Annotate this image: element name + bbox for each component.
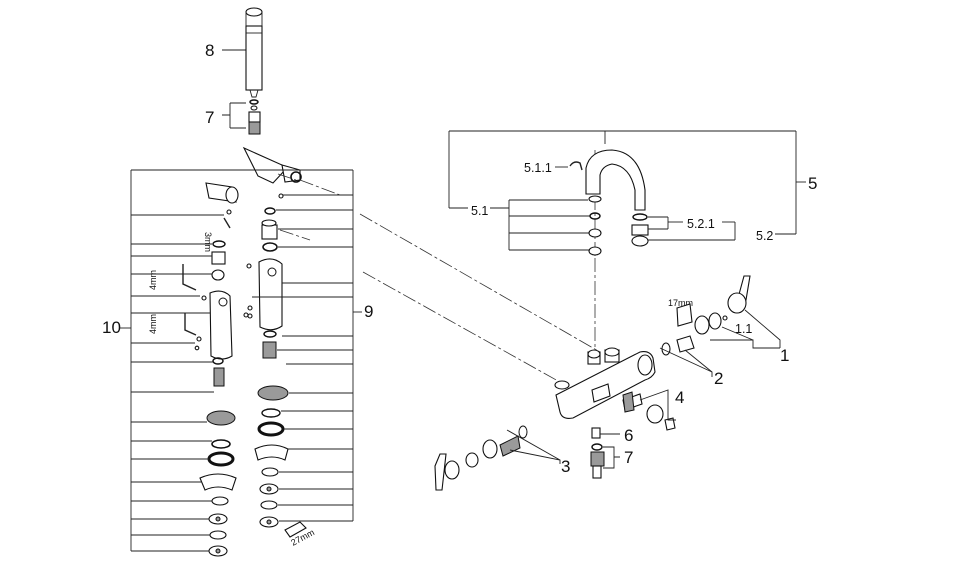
axis-line-holder [277,173,297,181]
left-handle-group [434,425,561,491]
hose-connector [222,99,261,135]
axis-line-upper [359,213,601,353]
tool-label-4mm-top: 4mm [148,270,158,290]
tool-label-17mm: 17mm [668,298,693,308]
callout-2: 2 [714,369,723,388]
callout-3: 3 [561,457,570,476]
callout-6: 6 [624,426,633,445]
axis-line-lower [362,271,568,387]
callout-9: 9 [364,302,373,321]
spout-group [448,130,806,256]
leader-lines-9 [252,170,362,522]
cartridge-group-2 [659,347,713,377]
leader-lines-10 [120,169,353,552]
callout-1: 1 [780,346,789,365]
left-column-parts [182,182,249,557]
callout-8: 8 [205,41,214,60]
right-column-parts [246,193,311,538]
tool-label-4mm-bottom: 4mm [148,314,158,334]
callout-7-valve: 7 [624,448,633,467]
handshower-holder [242,146,341,196]
callout-5-1: 5.1 [471,204,488,218]
callout-7-handshower: 7 [205,108,214,127]
diverter-group-4 [622,389,676,431]
callout-4: 4 [675,388,684,407]
callout-5: 5 [808,174,817,193]
callout-1-1: 1.1 [735,322,752,336]
check-valve-group [590,427,620,479]
callout-10: 10 [102,318,121,337]
callout-5-2: 5.2 [756,229,773,243]
callout-5-1-1: 5.1.1 [524,161,552,175]
tool-label-3mm: 3mm [203,232,213,252]
hand-shower [222,7,263,98]
callout-5-2-1: 5.2.1 [687,217,715,231]
mixer-body [554,347,656,419]
right-handle-group [661,275,781,356]
